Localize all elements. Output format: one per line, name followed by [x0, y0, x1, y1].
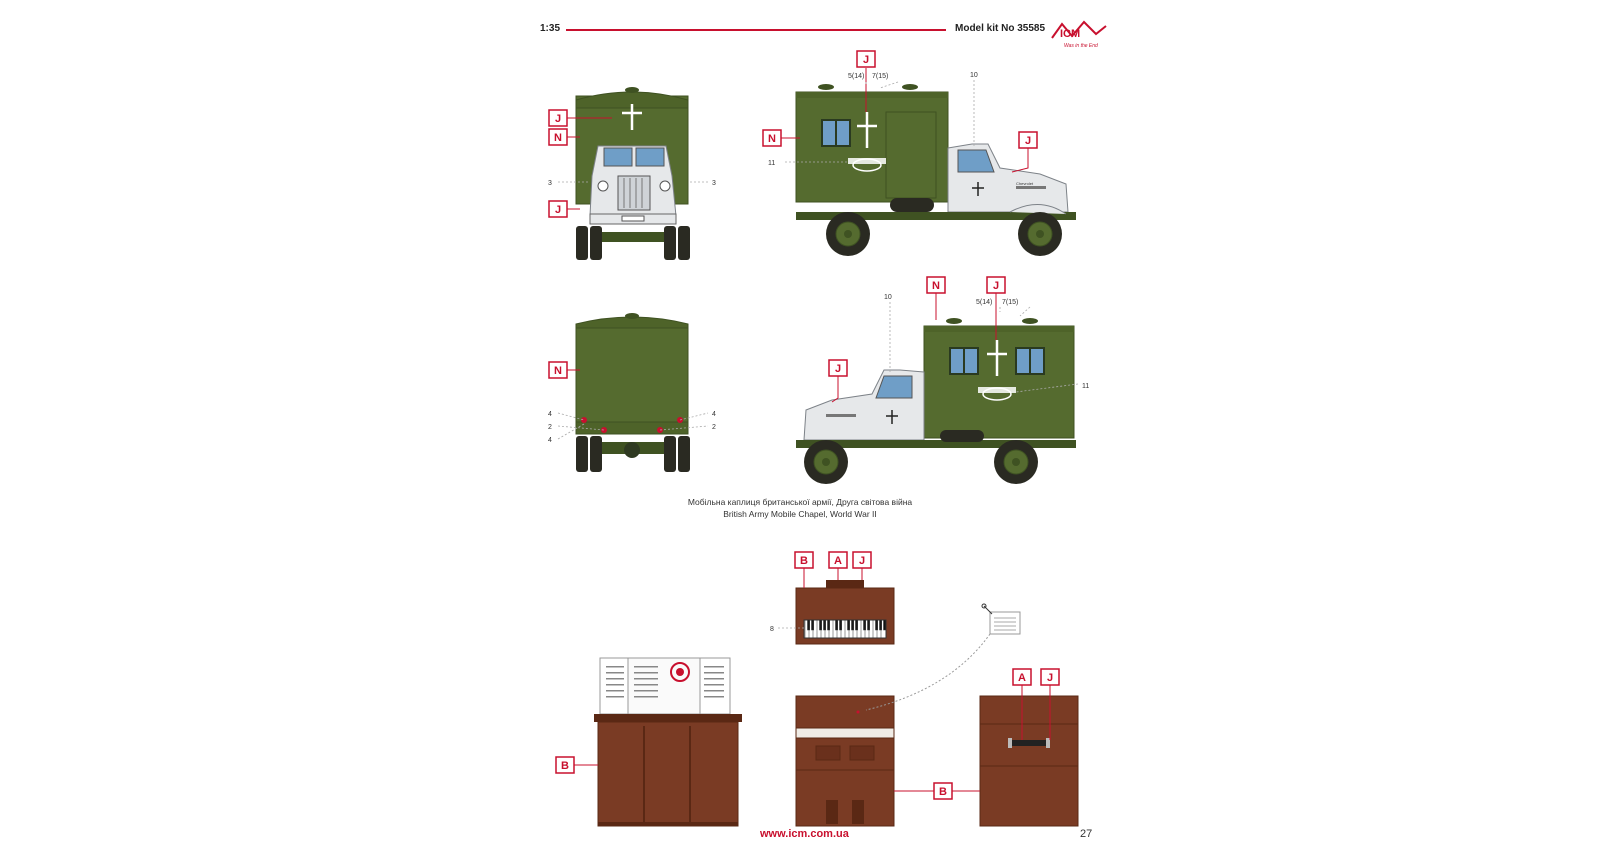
decal-label-j: J	[856, 50, 876, 68]
decal-label-text: J	[993, 280, 999, 292]
callout-number: 11	[1082, 383, 1089, 390]
harmonium-black-key	[883, 619, 886, 631]
callout-number: 3	[548, 180, 552, 187]
page-number: 27	[1080, 828, 1093, 840]
callout-number: 4	[712, 411, 716, 418]
harmonium-keyboard-view	[795, 580, 895, 645]
caption-english: British Army Mobile Chapel, World War II	[723, 509, 877, 519]
harmonium-black-key	[867, 619, 870, 631]
logo-text: ICM	[1060, 28, 1080, 40]
decal-label-text: J	[555, 204, 561, 216]
callout-number: 10	[970, 72, 978, 79]
decal-label-text: B	[561, 760, 569, 772]
decal-label-boxes: J N J J N J N N J J B A J A J B B	[548, 50, 1060, 800]
decal-label-text: J	[859, 555, 865, 567]
book-stand	[594, 657, 742, 827]
harmonium-black-key	[875, 619, 878, 631]
callout-number: 7(15)	[872, 73, 888, 80]
decal-label-text: J	[555, 113, 561, 125]
decal-label-j: J	[1040, 668, 1060, 686]
harmonium-black-key	[823, 619, 826, 631]
decal-label-j: J	[1018, 131, 1038, 149]
decal-label-n: N	[548, 128, 568, 146]
callout-number: 8	[770, 626, 774, 633]
callout-number: 4	[548, 437, 552, 444]
decal-label-text: J	[835, 363, 841, 375]
decal-label-text: J	[1025, 135, 1031, 147]
truck-front-view	[575, 87, 690, 260]
scale-label: 1:35	[540, 23, 561, 34]
harmonium-black-key	[839, 619, 842, 631]
harmonium-black-key	[879, 619, 882, 631]
decal-label-b: B	[794, 551, 814, 569]
truck-left-side-view	[796, 318, 1076, 484]
decal-label-text: A	[1018, 672, 1026, 684]
harmonium-black-key	[851, 619, 854, 631]
harmonium-front-view	[795, 695, 895, 827]
callout-leaders	[557, 80, 1079, 629]
model-kit-number: Model kit No 35585	[955, 23, 1046, 34]
website-link[interactable]: www.icm.com.ua	[760, 828, 849, 840]
callout-number: 4	[548, 411, 552, 418]
decal-label-text: B	[800, 555, 808, 567]
decal-label-a: A	[1012, 668, 1032, 686]
icm-logo: ICM Was in the End	[1050, 20, 1110, 55]
harmonium-black-key	[827, 619, 830, 631]
harmonium-black-key	[807, 619, 810, 631]
decal-label-text: J	[1047, 672, 1053, 684]
decal-label-n: N	[762, 129, 782, 147]
decal-label-j: J	[852, 551, 872, 569]
harmonium-black-key	[835, 619, 838, 631]
icm-logo-graphic: ICM Was in the End	[1051, 20, 1107, 49]
logo-tagline: Was in the End	[1064, 43, 1098, 49]
callout-number: 7(15)	[1002, 299, 1018, 306]
decal-label-text: B	[939, 786, 947, 798]
decal-label-b: B	[933, 782, 953, 800]
harmonium-black-key	[863, 619, 866, 631]
callout-number: 11	[768, 160, 775, 167]
harmonium-black-key	[819, 619, 822, 631]
callout-number: 3	[712, 180, 716, 187]
decal-label-text: N	[554, 365, 562, 377]
callout-number: 2	[712, 424, 716, 431]
decal-label-j: J	[828, 359, 848, 377]
mini-decal-sheet	[865, 603, 1021, 711]
callout-number: 10	[884, 294, 892, 301]
hood-badge: Chevrolet	[1016, 181, 1034, 186]
decal-label-text: A	[834, 555, 842, 567]
decal-label-text: J	[863, 54, 869, 66]
decal-label-n: N	[548, 361, 568, 379]
decal-label-b: B	[555, 756, 575, 774]
harmonium-black-key	[811, 619, 814, 631]
harmonium-black-key	[847, 619, 850, 631]
decal-label-j: J	[548, 200, 568, 218]
decal-label-text: N	[768, 133, 776, 145]
decal-label-text: N	[554, 132, 562, 144]
decal-label-j: J	[548, 109, 568, 127]
harmonium-black-key	[855, 619, 858, 631]
header-rule	[566, 29, 946, 31]
caption-ukrainian: Мобільна каплиця британської армії, Друг…	[687, 497, 913, 507]
decal-label-text: N	[932, 280, 940, 292]
numeric-callouts: 3 3 5(14) 7(15) 10 11 4 2 4 4 2 10 5(14)…	[548, 72, 1089, 633]
harmonium-side-view	[979, 695, 1079, 827]
decal-label-j: J	[986, 276, 1006, 294]
decal-label-n: N	[926, 276, 946, 294]
decal-label-a: A	[828, 551, 848, 569]
callout-number: 5(14)	[976, 299, 992, 306]
callout-number: 2	[548, 424, 552, 431]
truck-right-side-view: Chevrolet	[795, 84, 1076, 256]
callout-number: 5(14)	[848, 73, 864, 80]
truck-rear-view	[575, 313, 690, 472]
